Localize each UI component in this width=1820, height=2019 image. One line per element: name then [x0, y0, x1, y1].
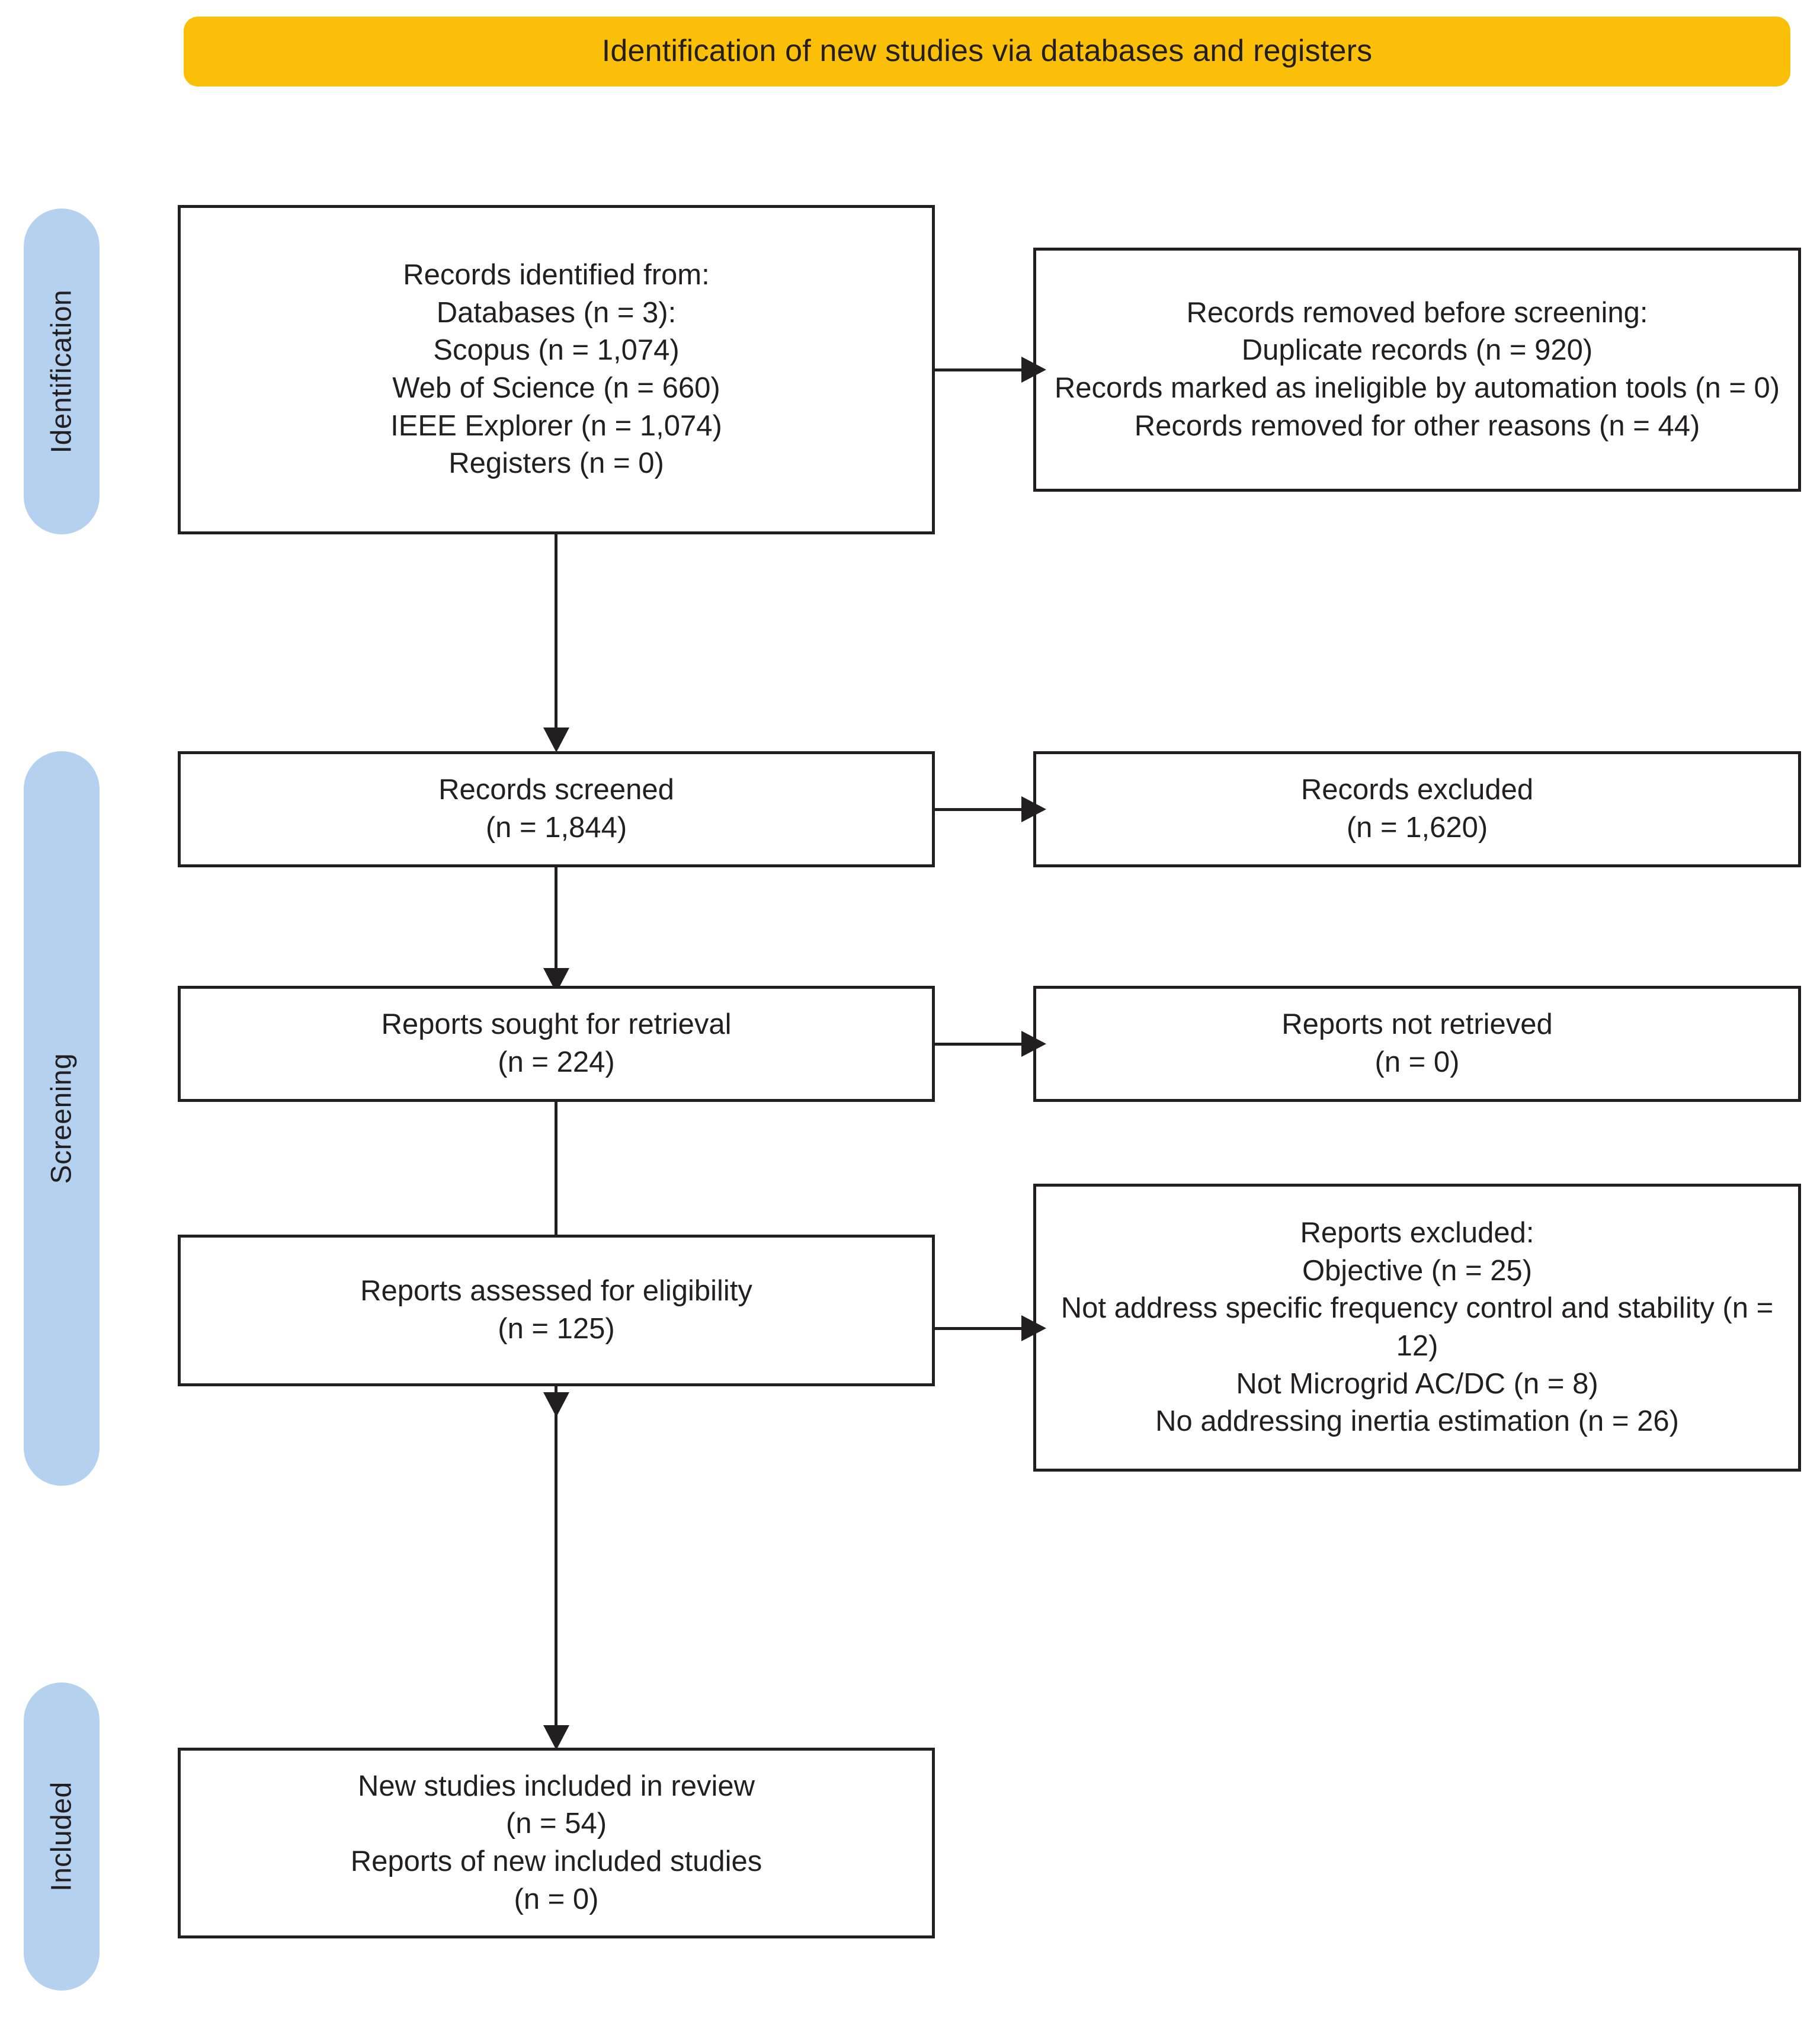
box-line: (n = 54): [505, 1808, 607, 1840]
box-line: No addressing inertia estimation (n = 26…: [1155, 1405, 1679, 1438]
box-reports-excluded-reasons: Reports excluded: Objective (n = 25) Not…: [1033, 1184, 1801, 1472]
rail-screening-label: Screening: [46, 1053, 78, 1184]
rail-screening: Screening: [24, 751, 100, 1486]
rail-included: Included: [24, 1682, 100, 1991]
box-reports-sought: Reports sought for retrieval (n = 224): [178, 986, 935, 1102]
box-records-screened: Records screened (n = 1,844): [178, 751, 935, 867]
arrow-assessed-to-reports-excluded: [1021, 1315, 1046, 1341]
box-line: Reports of new included studies: [350, 1845, 762, 1877]
connector-sought-to-not-retrieved: [935, 1043, 1024, 1046]
box-line: Not address specific frequency control a…: [1060, 1292, 1774, 1362]
arrow-screened-to-excluded: [1021, 796, 1046, 822]
box-line: New studies included in review: [358, 1770, 755, 1802]
box-line: Databases (n = 3):: [436, 296, 677, 329]
box-line: Records identified from:: [403, 258, 710, 291]
arrow-identified-to-removed: [1021, 357, 1046, 383]
box-line: Records excluded: [1300, 774, 1534, 806]
box-records-removed: Records removed before screening: Duplic…: [1033, 248, 1801, 492]
box-reports-not-retrieved: Reports not retrieved (n = 0): [1033, 986, 1801, 1102]
arrow-assessed-to-included: [543, 1725, 569, 1750]
arrow-sought-to-not-retrieved: [1021, 1031, 1046, 1057]
box-line: Records marked as ineligible by automati…: [1054, 372, 1780, 404]
box-line: (n = 0): [1374, 1046, 1460, 1078]
box-line: Records removed before screening:: [1186, 296, 1648, 329]
connector-identified-to-removed: [935, 368, 1024, 371]
banner-title: Identification of new studies via databa…: [601, 34, 1373, 69]
box-records-excluded: Records excluded (n = 1,620): [1033, 751, 1801, 867]
box-line: Duplicate records (n = 920): [1241, 334, 1593, 367]
box-line: Objective (n = 25): [1302, 1254, 1533, 1287]
connector-assessed-to-reports-excluded: [935, 1327, 1024, 1330]
box-line: Records screened: [438, 774, 674, 806]
box-line: (n = 1,620): [1346, 812, 1488, 844]
box-line: Reports excluded:: [1300, 1216, 1534, 1249]
rail-identification: Identification: [24, 209, 100, 534]
box-line: Registers (n = 0): [448, 447, 664, 480]
box-line: Scopus (n = 1,074): [433, 334, 680, 367]
box-line: Records removed for other reasons (n = 4…: [1134, 409, 1700, 442]
box-line: IEEE Explorer (n = 1,074): [390, 409, 722, 442]
connector-screened-to-excluded: [935, 808, 1024, 811]
box-new-studies-included: New studies included in review (n = 54) …: [178, 1748, 935, 1938]
box-line: (n = 224): [498, 1046, 615, 1078]
box-line: Reports not retrieved: [1281, 1008, 1553, 1041]
box-line: (n = 0): [514, 1883, 599, 1915]
box-line: (n = 1,844): [485, 812, 627, 844]
rail-included-label: Included: [46, 1781, 78, 1892]
box-line: Reports assessed for eligibility: [360, 1275, 752, 1307]
box-line: Web of Science (n = 660): [392, 372, 720, 404]
identification-banner: Identification of new studies via databa…: [184, 17, 1790, 86]
box-reports-assessed: Reports assessed for eligibility (n = 12…: [178, 1235, 935, 1386]
box-line: (n = 125): [498, 1313, 615, 1345]
connector-identified-to-screened: [555, 534, 557, 730]
box-line: Not Microgrid AC/DC (n = 8): [1236, 1367, 1598, 1400]
box-line: Reports sought for retrieval: [381, 1008, 732, 1041]
connector-assessed-to-included: [555, 1386, 557, 1728]
connector-screened-to-sought: [555, 867, 557, 970]
arrow-identified-to-screened: [543, 728, 569, 752]
rail-identification-label: Identification: [46, 289, 78, 454]
box-records-identified: Records identified from: Databases (n = …: [178, 205, 935, 534]
